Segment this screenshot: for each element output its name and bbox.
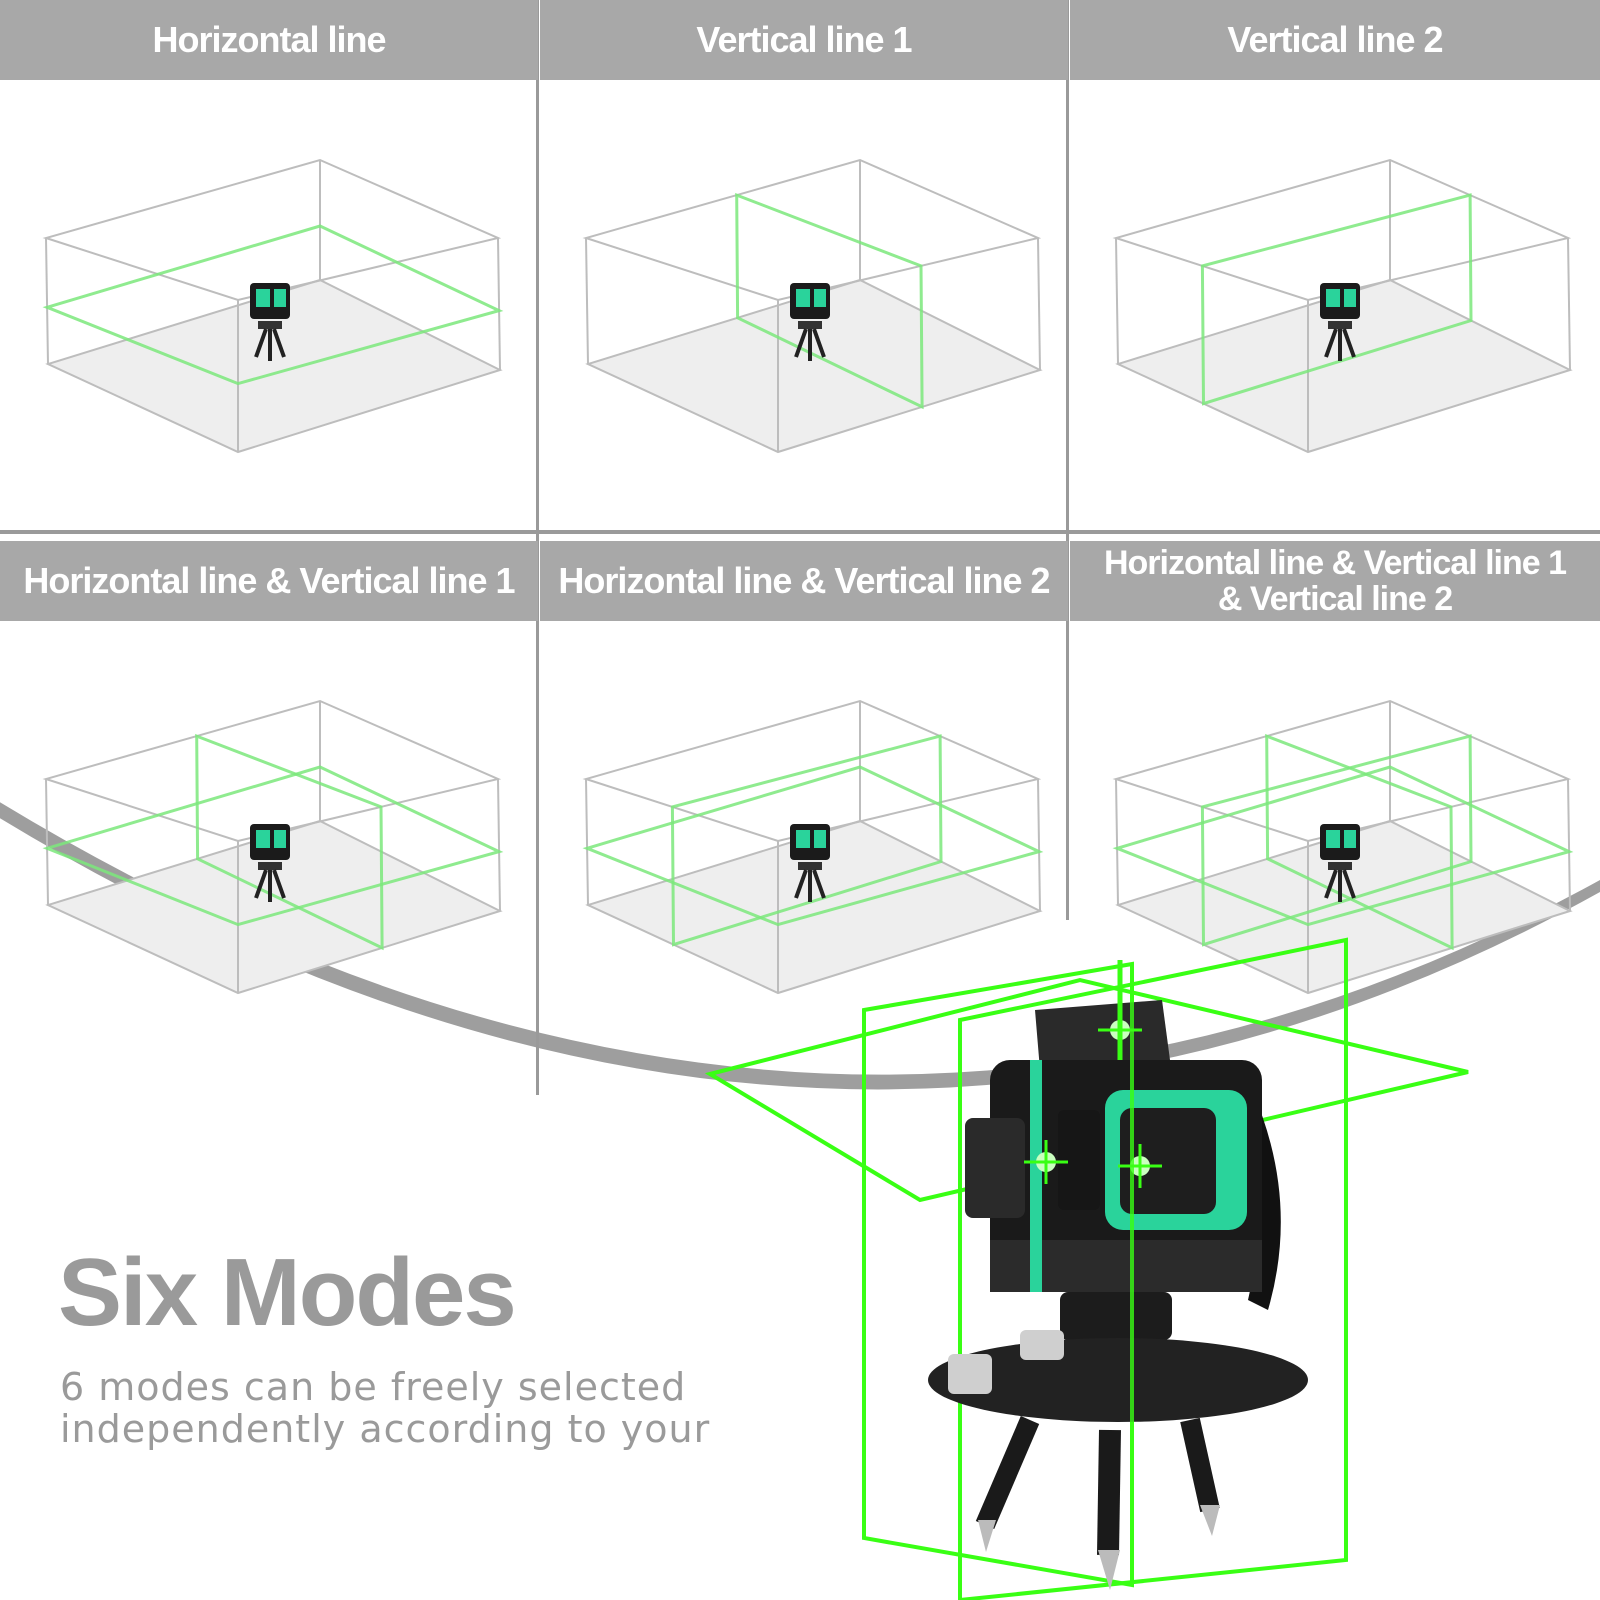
- mode-header-4: Horizontal line & Vertical line 1: [0, 541, 538, 621]
- vertical-laser-plane-2: [1200, 734, 1473, 947]
- box-edge: [1037, 237, 1041, 371]
- accent-stripe: [1030, 1060, 1042, 1292]
- box-edge: [1115, 237, 1119, 365]
- mode-panel-6: [1112, 699, 1574, 995]
- mini-laser-device: [250, 824, 290, 902]
- mini-laser-device: [250, 283, 290, 361]
- box-edge: [585, 778, 589, 906]
- vertical-laser-plane-1: [1265, 733, 1454, 951]
- mode-panel-2: [582, 158, 1043, 454]
- mode-header-5: Horizontal line & Vertical line 2: [540, 541, 1068, 621]
- box-top: [582, 158, 1042, 302]
- mini-laser-device: [790, 283, 830, 361]
- promo-subtitle: 6 modes can be freely selected independe…: [60, 1365, 711, 1451]
- horizontal-laser-plane: [582, 765, 1044, 927]
- vertical-laser-plane-1: [195, 733, 384, 951]
- laser-window-left: [965, 1118, 1025, 1218]
- box-edge: [1567, 237, 1571, 371]
- laser-window-front: [1058, 1110, 1100, 1210]
- box-edge: [497, 778, 501, 912]
- mode-panel-3: [1112, 158, 1573, 454]
- box-edge: [497, 237, 501, 371]
- mode-header-1: Horizontal line: [0, 0, 538, 80]
- tripod-spike: [1098, 1550, 1120, 1590]
- tripod-leg: [1180, 1417, 1220, 1513]
- laser-plane-horizontal: [704, 977, 1469, 1203]
- mode-panel-5: [582, 699, 1044, 995]
- mini-laser-device: [1320, 824, 1360, 902]
- tripod-leg: [1097, 1429, 1121, 1556]
- box-edge: [45, 778, 49, 906]
- promo-title: Six Modes: [58, 1239, 517, 1346]
- tripod-spike: [978, 1520, 996, 1552]
- grid-divider: [1066, 0, 1069, 920]
- mode-panel-4: [42, 699, 504, 995]
- box-edge: [1037, 778, 1041, 912]
- mini-laser-device: [790, 824, 830, 902]
- horizontal-laser-plane: [1112, 765, 1574, 927]
- box-edge: [1567, 778, 1571, 912]
- mode-header-2: Vertical line 1: [540, 0, 1068, 80]
- horizontal-laser-plane: [42, 224, 504, 386]
- vertical-laser-plane-2: [670, 734, 943, 947]
- grid-divider: [0, 530, 1600, 534]
- mode-panel-1: [42, 158, 504, 454]
- adjust-knob-left: [948, 1354, 992, 1394]
- box-edge: [45, 237, 49, 365]
- mode-header-6: Horizontal line & Vertical line 1 & Vert…: [1070, 541, 1600, 621]
- tripod-leg: [975, 1416, 1040, 1529]
- vertical-laser-plane-1: [735, 192, 924, 410]
- box-edge: [585, 237, 589, 365]
- laser-level-device: [704, 937, 1469, 1600]
- box-edge: [1115, 778, 1119, 906]
- laser-plane-vertical-right: [958, 937, 1348, 1600]
- rotation-base: [1060, 1292, 1172, 1340]
- mini-laser-device: [1320, 283, 1360, 361]
- mode-header-3: Vertical line 2: [1070, 0, 1600, 80]
- tripod-spike: [1200, 1505, 1220, 1536]
- laser-window-right: [1120, 1108, 1216, 1214]
- vertical-laser-plane-2: [1200, 193, 1473, 406]
- adjust-knob-top: [1020, 1330, 1064, 1360]
- horizontal-laser-plane: [42, 765, 504, 927]
- device-top: [1035, 1000, 1170, 1070]
